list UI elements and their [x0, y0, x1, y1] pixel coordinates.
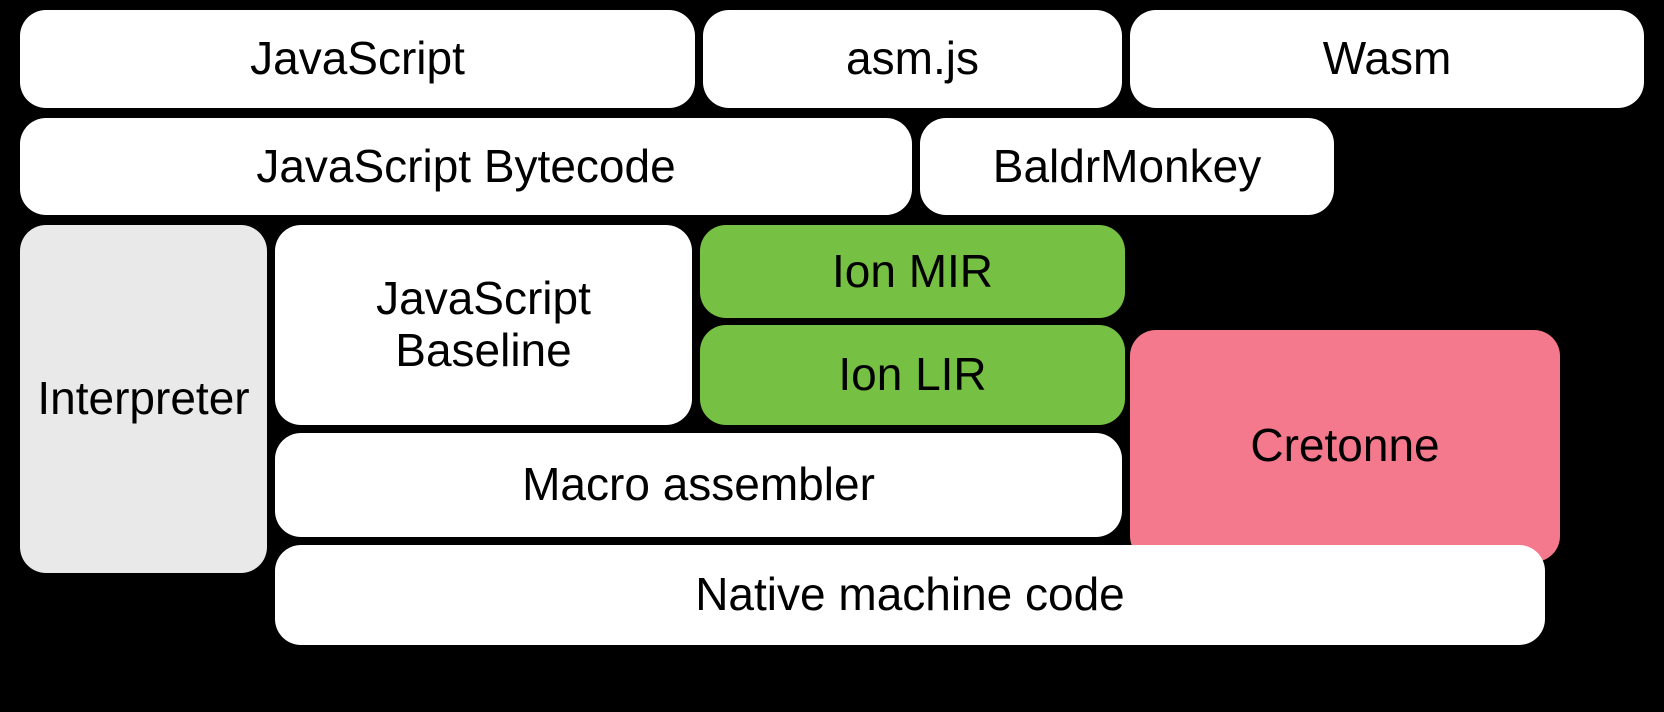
node-ion-mir-label: Ion MIR — [831, 244, 994, 297]
node-asm-js-label: asm.js — [846, 32, 979, 85]
node-interpreter-label: Interpreter — [37, 372, 250, 425]
node-baldrmonkey[interactable]: BaldrMonkey — [920, 118, 1334, 215]
node-javascript-baseline-label: JavaScript Baseline — [376, 272, 591, 376]
node-macro-assembler[interactable]: Macro assembler — [275, 433, 1122, 537]
node-ion-mir[interactable]: Ion MIR — [700, 225, 1125, 318]
node-javascript-baseline[interactable]: JavaScript Baseline — [275, 225, 692, 425]
node-asm-js[interactable]: asm.js — [703, 10, 1122, 108]
node-wasm-label: Wasm — [1322, 32, 1452, 85]
node-wasm[interactable]: Wasm — [1130, 10, 1644, 108]
node-ion-lir-label: Ion LIR — [838, 348, 987, 401]
node-cretonne[interactable]: Cretonne — [1130, 330, 1560, 562]
node-baldrmonkey-label: BaldrMonkey — [992, 139, 1262, 192]
node-interpreter[interactable]: Interpreter — [20, 225, 267, 573]
node-native-machine-code-label: Native machine code — [695, 568, 1125, 621]
node-javascript-label: JavaScript — [250, 32, 465, 85]
node-javascript-bytecode[interactable]: JavaScript Bytecode — [20, 118, 912, 215]
node-ion-lir[interactable]: Ion LIR — [700, 325, 1125, 425]
node-native-machine-code[interactable]: Native machine code — [275, 545, 1545, 645]
node-javascript-bytecode-label: JavaScript Bytecode — [256, 139, 676, 192]
node-javascript[interactable]: JavaScript — [20, 10, 695, 108]
node-cretonne-label: Cretonne — [1250, 419, 1440, 472]
node-macro-assembler-label: Macro assembler — [522, 458, 875, 511]
